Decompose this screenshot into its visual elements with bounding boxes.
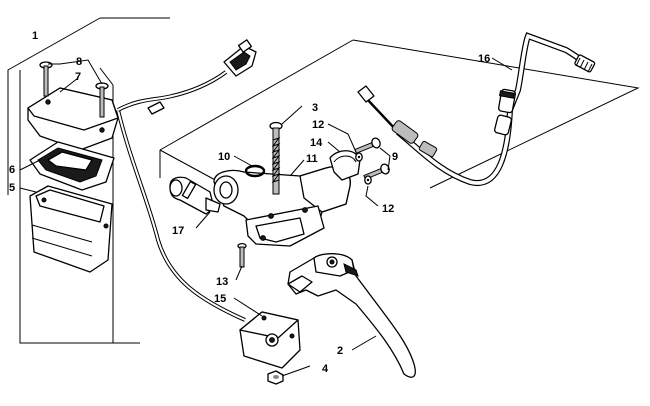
callout-15: 15 — [214, 293, 226, 305]
callout-5: 5 — [9, 182, 15, 194]
callout-3: 3 — [312, 102, 318, 114]
callout-2: 2 — [337, 345, 343, 357]
lock-washer-upper — [355, 152, 363, 162]
diaphragm-gasket — [29, 141, 115, 191]
brake-lever — [287, 253, 416, 378]
callout-10: 10 — [218, 151, 230, 163]
callout-labels: 1 2 3 4 5 6 7 8 9 10 11 12 12 13 14 15 1… — [9, 30, 490, 375]
callout-12-lower: 12 — [382, 203, 394, 215]
hose-end-fitting — [574, 54, 596, 73]
master-cylinder-screw — [269, 121, 283, 195]
switch-wire-harness — [116, 70, 246, 322]
brake-light-switch — [169, 176, 221, 215]
leader-lines — [19, 57, 513, 377]
callout-16: 16 — [478, 53, 490, 65]
o-ring — [244, 164, 266, 178]
hose-sleeve — [494, 88, 516, 136]
banjo-fitting — [357, 85, 438, 158]
lock-washer-lower — [364, 175, 372, 185]
harness-connector — [223, 39, 257, 77]
callout-12-upper: 12 — [312, 119, 324, 131]
master-cylinder-body — [213, 166, 351, 247]
cover-screw-right — [95, 82, 109, 118]
switch-housing — [239, 311, 301, 369]
callout-6: 6 — [9, 164, 15, 176]
callout-11: 11 — [306, 153, 318, 165]
pivot-nut — [267, 370, 284, 385]
callout-17: 17 — [172, 225, 184, 237]
callout-1: 1 — [32, 30, 38, 42]
callout-13: 13 — [216, 276, 228, 288]
clamp-bolt-upper — [354, 137, 381, 154]
callout-14: 14 — [310, 137, 323, 149]
callout-8: 8 — [76, 56, 82, 68]
handlebar-clamp — [329, 150, 361, 181]
callout-7: 7 — [75, 71, 81, 83]
switch-housing-screw — [237, 242, 247, 268]
callout-4: 4 — [322, 363, 329, 375]
wire-loom-sleeve — [147, 101, 165, 115]
fluid-reservoir — [29, 185, 113, 273]
cover-screw-left — [39, 61, 53, 97]
callout-9: 9 — [392, 151, 398, 163]
